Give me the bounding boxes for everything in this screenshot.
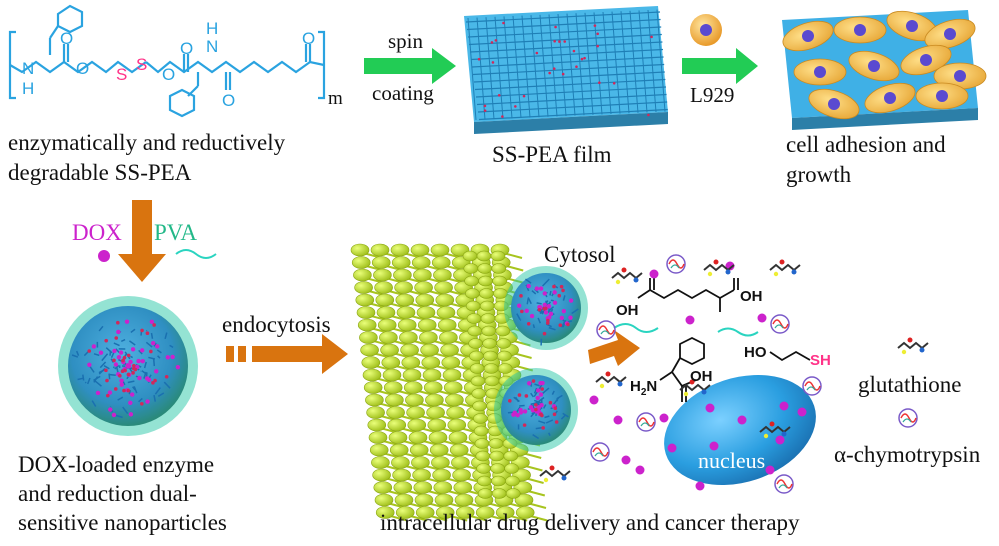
- chymotrypsin-legend-icon: [899, 409, 917, 427]
- atom-o-4: O: [180, 39, 193, 58]
- pva-chain-cytosol-2: [718, 329, 758, 336]
- arrow-endocytosis: [226, 334, 348, 374]
- nanoparticle-label-line1: DOX-loaded enzyme: [18, 450, 214, 480]
- cell-growth-label-line2: growth: [786, 160, 851, 190]
- atom-s-1: S: [116, 65, 127, 84]
- l929-cell-icon: [690, 14, 722, 46]
- atom-n-1: N: [22, 59, 34, 78]
- glutathione-legend-icon: [898, 338, 928, 355]
- film-label: SS-PEA film: [492, 140, 612, 170]
- adipic-oh-right: OH: [740, 282, 763, 312]
- phe-amine: H2N: [630, 372, 657, 408]
- legend-chymotrypsin: α-chymotrypsin: [834, 440, 980, 470]
- dox-molecule-icon: [98, 250, 110, 262]
- legend-glutathione: glutathione: [858, 370, 961, 400]
- pva-chain-icon: [176, 250, 216, 258]
- thiol-ho: HO: [744, 338, 767, 368]
- atom-n-2: N: [206, 37, 218, 56]
- cell-covered-film: [779, 6, 986, 130]
- delivery-title: intracellular drug delivery and cancer t…: [380, 508, 800, 538]
- cell-growth-label-line1: cell adhesion and: [786, 130, 946, 160]
- coating-label: coating: [372, 78, 434, 108]
- thiol-sh: SH: [810, 346, 831, 376]
- mercaptoethanol-structure: [770, 352, 810, 360]
- pva-label: PVA: [154, 218, 197, 248]
- ss-pea-film: [464, 6, 668, 134]
- dox-label: DOX: [72, 218, 122, 248]
- phe-oh: OH: [690, 362, 713, 392]
- nanoparticle-internalized-1: [504, 266, 588, 350]
- l929-label: L929: [690, 80, 734, 110]
- endocytosis-label: endocytosis: [222, 310, 331, 340]
- repeat-subscript: m: [328, 88, 343, 109]
- atom-o-5: O: [222, 91, 235, 110]
- atom-h-1: H: [22, 79, 34, 98]
- nanoparticle-label-line3: sensitive nanoparticles: [18, 508, 227, 538]
- adipic-acid-structure: [638, 278, 738, 312]
- atom-o-3: O: [162, 65, 175, 84]
- atom-o-1: O: [60, 29, 73, 48]
- arrow-cell-seeding: [682, 48, 758, 84]
- atom-o-6: O: [302, 29, 315, 48]
- nanoparticle-label-line2: and reduction dual-: [18, 479, 197, 509]
- atom-s-2: S: [136, 55, 147, 74]
- polymer-label-line1: enzymatically and reductively: [8, 128, 285, 158]
- spin-label: spin: [388, 26, 423, 56]
- cytosol-label: Cytosol: [544, 240, 616, 270]
- polymer-label-line2: degradable SS-PEA: [8, 158, 191, 188]
- atom-h-2: H: [206, 19, 218, 38]
- dox-loaded-nanoparticle: [58, 296, 198, 436]
- ss-pea-atoms: N H O O S S O O N H O O m: [22, 19, 343, 110]
- ss-pea-structure: [10, 6, 324, 116]
- nucleus-label: nucleus: [698, 446, 765, 476]
- atom-o-2: O: [76, 59, 89, 78]
- nanoparticle-internalized-2: [494, 368, 578, 452]
- adipic-oh-left: OH: [616, 296, 639, 326]
